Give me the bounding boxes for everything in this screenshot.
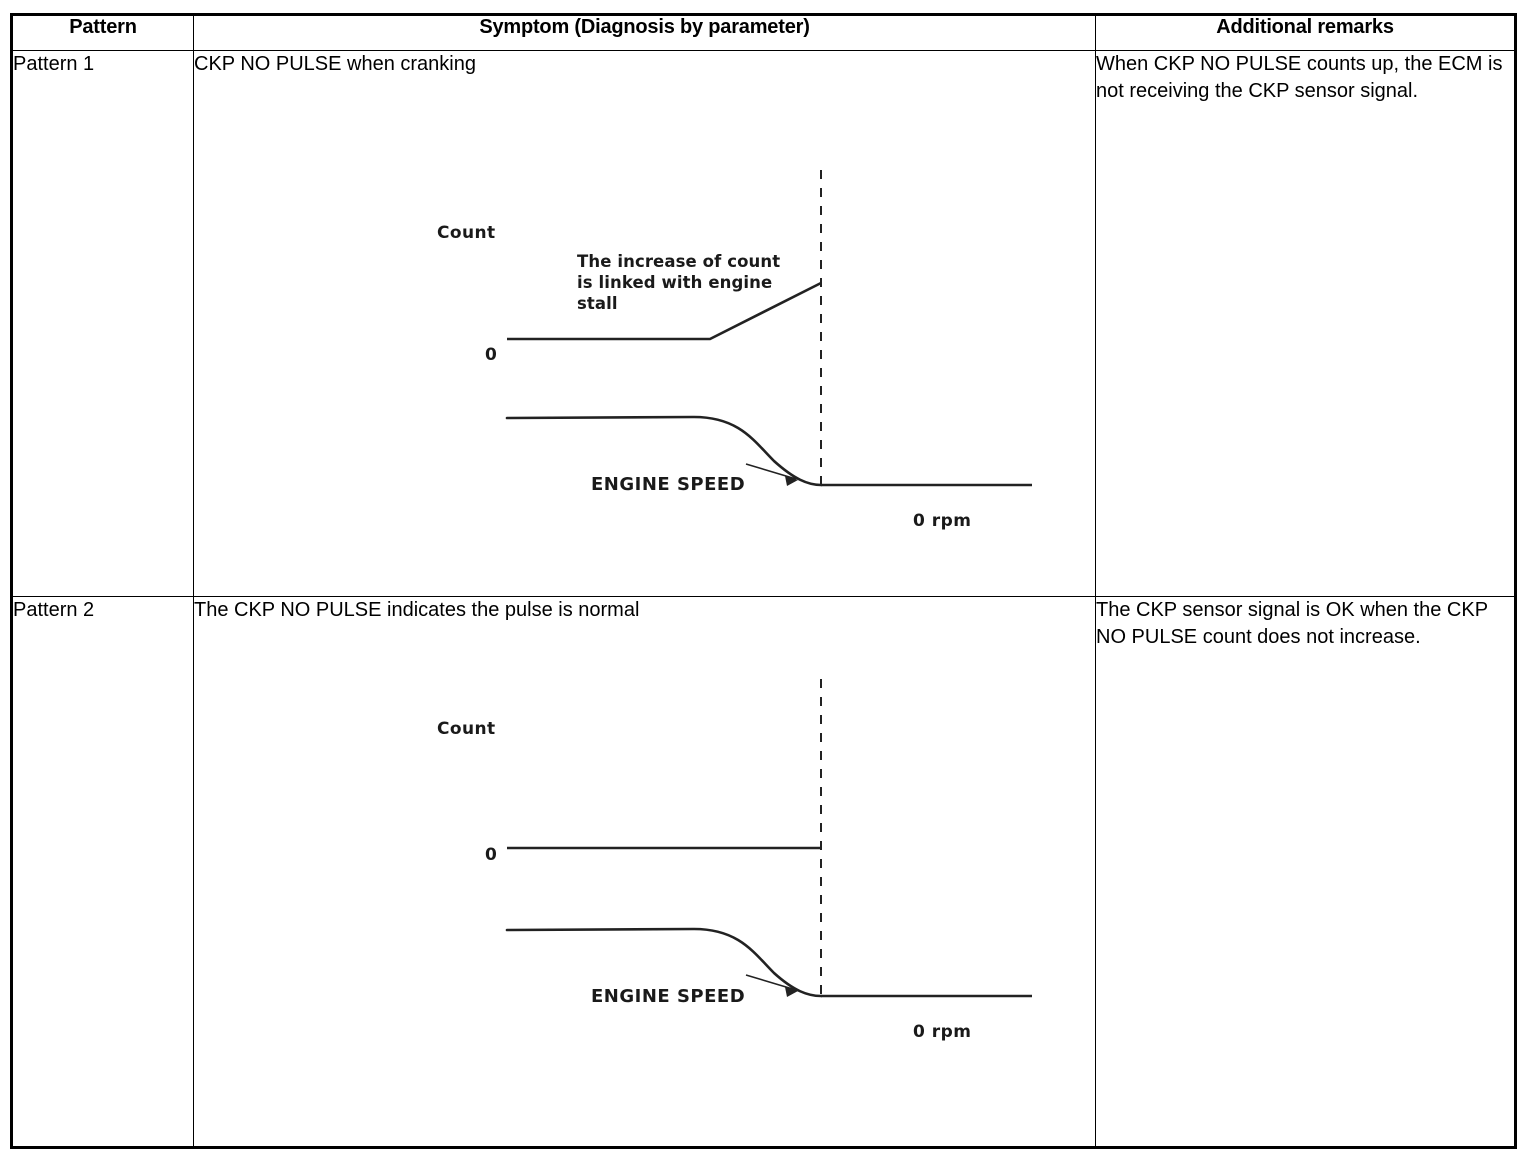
count-zero-label-2: 0 bbox=[485, 845, 497, 865]
column-header-additional-remarks: Additional remarks bbox=[1095, 14, 1516, 51]
engine-speed-leader-line bbox=[745, 463, 797, 480]
zero-rpm-label-2: 0 rpm bbox=[913, 1022, 972, 1042]
diagnostic-pattern-table: Pattern Symptom (Diagnosis by parameter)… bbox=[10, 13, 1517, 1149]
table-row-pattern-1: Pattern 1 CKP NO PULSE when cranking bbox=[11, 50, 1516, 597]
zero-rpm-label-1: 0 rpm bbox=[913, 511, 972, 531]
count-axis-label-1: Count bbox=[437, 223, 496, 243]
figure-pattern-2 bbox=[194, 597, 1094, 1146]
cell-symptom-1: CKP NO PULSE when cranking bbox=[193, 50, 1096, 597]
remarks-text-1: When CKP NO PULSE counts up, the ECM is … bbox=[1096, 53, 1503, 102]
count-axis-label-2: Count bbox=[437, 719, 496, 739]
table-row-pattern-2: Pattern 2 The CKP NO PULSE indicates the… bbox=[11, 596, 1516, 1148]
engine-speed-arrowhead-icon bbox=[785, 987, 798, 997]
cell-pattern-label-1: Pattern 1 bbox=[11, 50, 194, 597]
engine-speed-arrowhead-icon bbox=[785, 476, 798, 486]
cell-symptom-2: The CKP NO PULSE indicates the pulse is … bbox=[193, 596, 1096, 1148]
engine-speed-leader-line bbox=[745, 974, 797, 991]
cell-remarks-2: The CKP sensor signal is OK when the CKP… bbox=[1095, 596, 1516, 1148]
engine-speed-label-1: ENGINE SPEED bbox=[591, 474, 746, 495]
count-increase-annotation-1: The increase of count is linked with eng… bbox=[577, 252, 781, 313]
table-header: Pattern Symptom (Diagnosis by parameter)… bbox=[11, 14, 1516, 51]
cell-pattern-label-2: Pattern 2 bbox=[11, 596, 194, 1148]
symptom-text-1: CKP NO PULSE when cranking bbox=[194, 53, 476, 75]
symptom-text-2: The CKP NO PULSE indicates the pulse is … bbox=[194, 599, 640, 621]
cell-remarks-1: When CKP NO PULSE counts up, the ECM is … bbox=[1095, 50, 1516, 597]
header-row: Pattern Symptom (Diagnosis by parameter)… bbox=[11, 14, 1516, 51]
engine-speed-label-2: ENGINE SPEED bbox=[591, 986, 746, 1007]
chart-svg-pattern-2 bbox=[505, 679, 1032, 999]
table-body: Pattern 1 CKP NO PULSE when cranking bbox=[11, 50, 1516, 1148]
count-zero-label-1: 0 bbox=[485, 345, 497, 365]
remarks-text-2: The CKP sensor signal is OK when the CKP… bbox=[1096, 599, 1488, 648]
column-header-pattern: Pattern bbox=[11, 14, 194, 51]
column-header-symptom: Symptom (Diagnosis by parameter) bbox=[193, 14, 1096, 51]
